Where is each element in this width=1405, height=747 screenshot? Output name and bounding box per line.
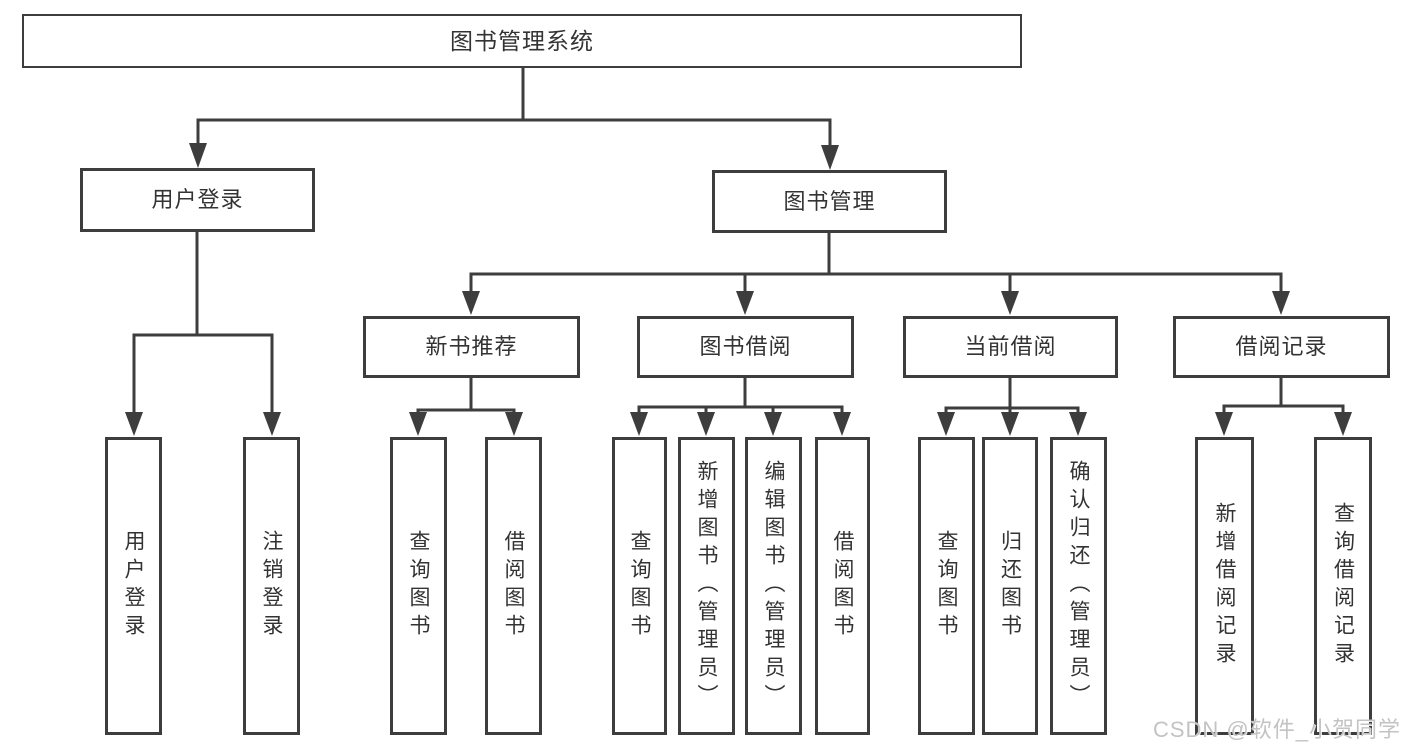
node-book-management: 图书管理: [712, 170, 947, 233]
leaf-query-books-current: 查询图书: [918, 437, 975, 735]
node-library-management-system: 图书管理系统: [22, 14, 1022, 68]
leaf-add-borrow-record: 新增借阅记录: [1195, 437, 1254, 735]
connector-bookmgmt-to-level3: [469, 231, 1283, 295]
leaf-query-books-borrowing: 查询图书: [612, 437, 667, 735]
connector-records-to-leaves: [1222, 376, 1345, 416]
connector-current-to-leaves: [944, 376, 1080, 416]
connector-root-to-level2: [196, 66, 832, 149]
connector-recommend-to-leaves: [416, 376, 516, 416]
leaf-return-books: 归还图书: [982, 437, 1038, 735]
leaf-borrow-books-recommend: 借阅图书: [485, 437, 542, 735]
leaf-query-borrow-record: 查询借阅记录: [1314, 437, 1372, 735]
leaf-edit-books-admin: 编辑图书（管理员）: [745, 437, 802, 735]
leaf-confirm-return-admin: 确认归还（管理员）: [1050, 437, 1107, 735]
leaf-user-login: 用户登录: [105, 437, 162, 735]
node-book-borrowing: 图书借阅: [637, 316, 854, 378]
node-borrowing-records: 借阅记录: [1173, 316, 1390, 378]
leaf-add-books-admin: 新增图书（管理员）: [678, 437, 735, 735]
csdn-watermark: CSDN @软件_小贺同学: [1152, 717, 1401, 742]
node-user-login: 用户登录: [80, 168, 315, 232]
connector-userlogin-to-leaves: [132, 230, 274, 416]
node-current-borrowing: 当前借阅: [903, 316, 1118, 378]
connector-borrowing-to-leaves: [637, 376, 844, 416]
leaf-borrow-books-borrowing: 借阅图书: [815, 437, 870, 735]
leaf-query-books-recommend: 查询图书: [390, 437, 447, 735]
node-new-book-recommend: 新书推荐: [363, 316, 580, 378]
leaf-logout: 注销登录: [243, 437, 300, 735]
